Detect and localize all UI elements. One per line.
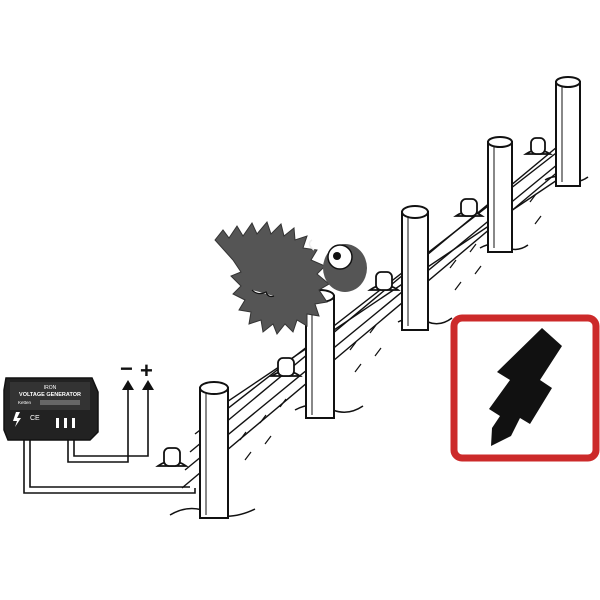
insulator-5 (523, 137, 553, 155)
sheep-illustration (214, 220, 367, 335)
sheep-body (214, 220, 330, 335)
generator-title: VOLTAGE GENERATOR (19, 392, 81, 398)
ce-mark: CE (30, 415, 40, 422)
lightning-bolt-icon (489, 328, 562, 446)
voltage-generator: IRON VOLTAGE GENERATOR Ketten CE (3, 377, 99, 441)
insulator-2 (269, 357, 303, 377)
wire-ties (239, 193, 542, 461)
sheep-ear (308, 239, 315, 251)
electric-warning-sign (450, 314, 600, 462)
fence-post-4 (487, 136, 513, 253)
fence-post-5 (555, 76, 581, 187)
insulator-1 (155, 447, 189, 467)
wire-arrows (122, 380, 154, 390)
sheep-pupil (333, 252, 341, 260)
generator-brand: IRON (44, 385, 57, 391)
high-voltage-icon (13, 412, 21, 427)
generator-model: Ketten (18, 400, 32, 405)
terminal-minus-label: − (120, 356, 133, 381)
insulator-4 (453, 198, 485, 217)
insulators (155, 137, 553, 467)
fence-post-2 (305, 289, 335, 419)
insulator-3 (367, 271, 401, 291)
connection-wires (23, 386, 196, 494)
fence-post-1 (199, 381, 229, 519)
terminal-plus-label: + (140, 358, 153, 383)
sheep-mouth (251, 289, 275, 298)
fence-post-3 (401, 205, 429, 331)
generator-terminals (56, 418, 75, 428)
